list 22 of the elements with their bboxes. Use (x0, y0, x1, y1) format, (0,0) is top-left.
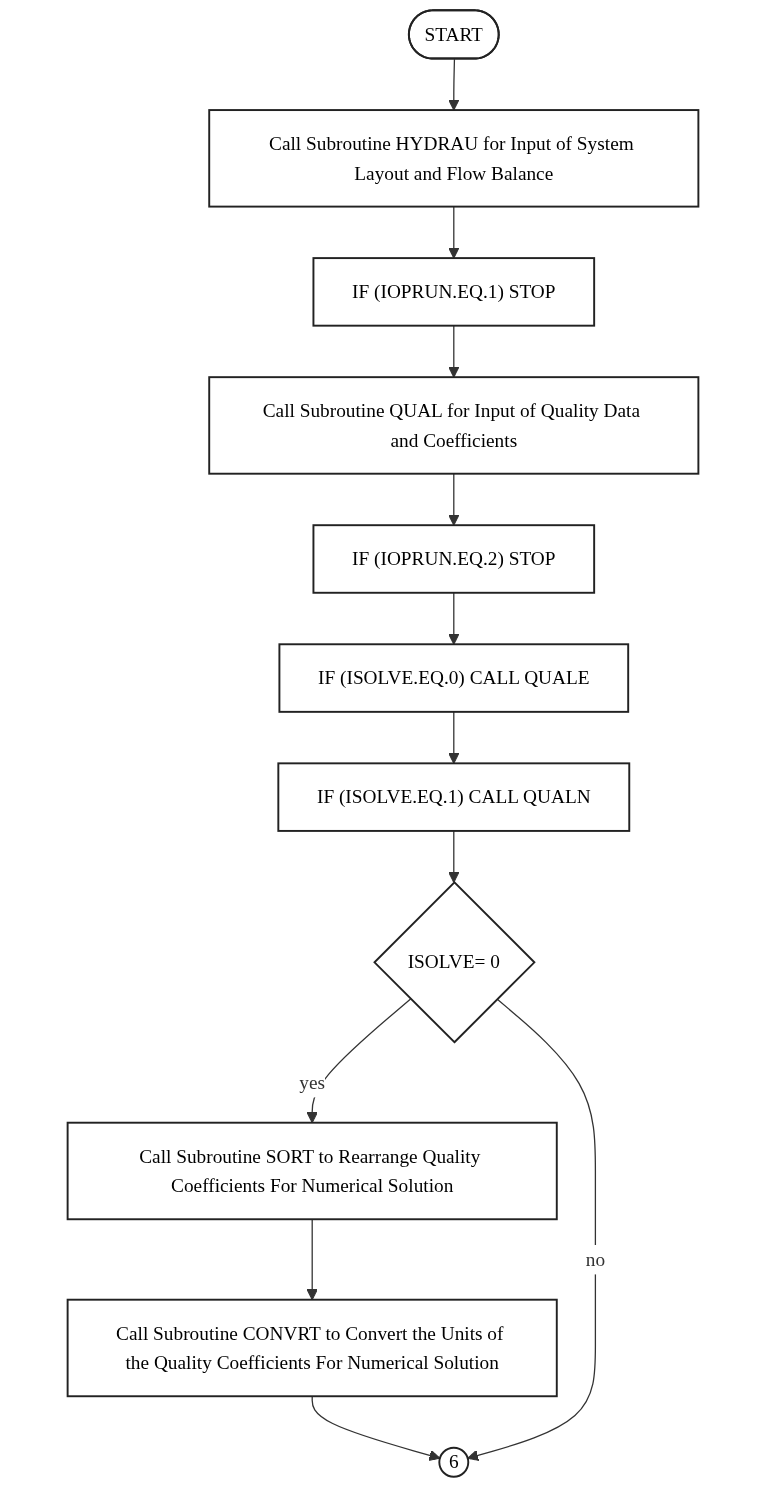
node-box: IF (IOPRUN.EQ.1) STOP (312, 257, 596, 327)
node-diamond: ISOLVE= 0 (373, 881, 536, 1044)
arrow (306, 1218, 318, 1301)
arrow (448, 711, 460, 764)
node-box: Call Subroutine CONVRT to Convert the Units of the Quality Coefficients For Numerical Solution (66, 1298, 558, 1398)
edge-label: yes (299, 1071, 326, 1093)
arrow (448, 473, 460, 526)
arrow (448, 325, 460, 378)
node-box: Call Subroutine QUAL for Input of Quality Data and Coefficients (208, 376, 700, 475)
arrow (448, 592, 460, 645)
node-box: IF (ISOLVE.EQ.1) CALL QUALN (277, 762, 631, 832)
node-circle: 6 (438, 1446, 470, 1478)
node-box: Call Subroutine SORT to Rearrange Quality Coefficients For Numerical Solution (66, 1121, 558, 1221)
node-box: Call Subroutine HYDRAU for Input of System Layout and Flow Balance (208, 109, 700, 208)
node-box: IF (ISOLVE.EQ.0) CALL QUALE (278, 643, 630, 713)
arrow (467, 998, 597, 1461)
arrow (448, 205, 460, 259)
node-box: IF (IOPRUN.EQ.2) STOP (312, 524, 596, 594)
arrow (311, 1395, 441, 1461)
arrow (448, 830, 460, 883)
arrow (448, 58, 460, 111)
edge-label: no (585, 1248, 606, 1270)
